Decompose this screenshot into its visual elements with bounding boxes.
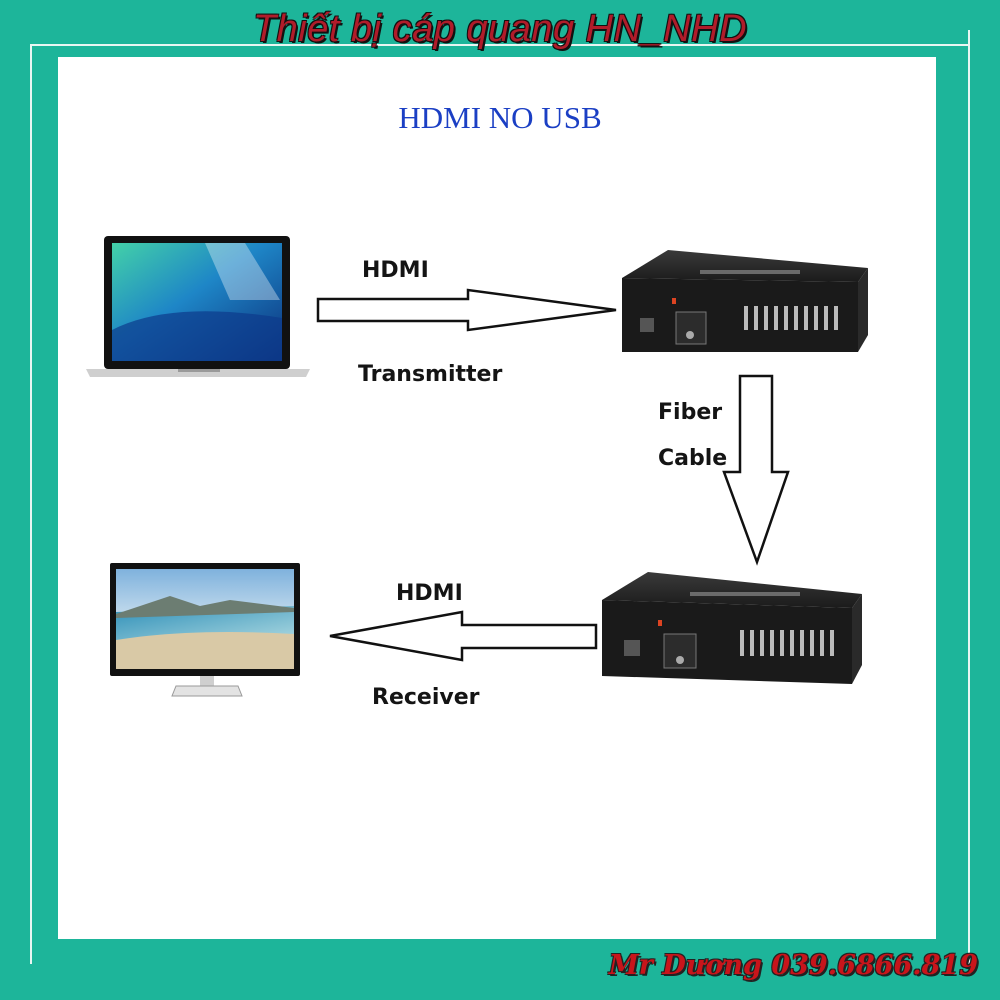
- frame-line-right: [968, 30, 970, 965]
- hdmi-bottom-label: HDMI: [396, 581, 463, 606]
- fiber-cable-arrow: [722, 374, 790, 566]
- monitor-icon: [110, 563, 300, 697]
- contact-footer: Mr Dương 039.6866.819: [608, 950, 978, 981]
- frame-line-top: [30, 44, 970, 46]
- laptop-icon: [86, 236, 310, 377]
- diagram-title: HDMI NO USB: [398, 100, 602, 135]
- banner-title: Thiết bị cáp quang HN_NHD: [252, 8, 748, 50]
- hdmi-receive-arrow: [329, 610, 598, 662]
- transmitter-box-icon: [622, 250, 868, 352]
- cable-label: Cable: [658, 446, 728, 471]
- diagram-panel: [58, 57, 936, 939]
- hdmi-transmit-arrow: [316, 288, 617, 332]
- hdmi-top-label: HDMI: [362, 258, 429, 283]
- frame-line-left: [30, 44, 32, 964]
- receiver-label: Receiver: [372, 685, 480, 710]
- fiber-label: Fiber: [658, 400, 723, 425]
- receiver-box-icon: [602, 572, 862, 684]
- transmitter-label: Transmitter: [358, 362, 503, 387]
